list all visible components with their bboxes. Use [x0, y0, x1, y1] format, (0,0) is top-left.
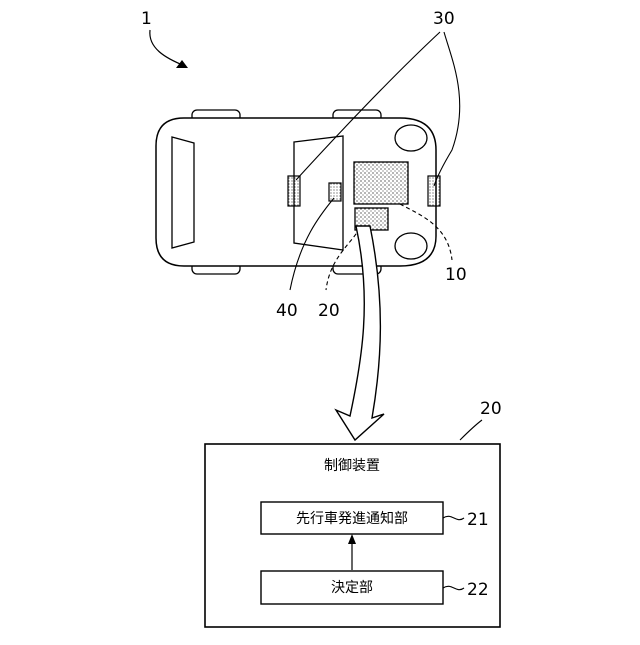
sensor — [329, 183, 341, 201]
battery — [354, 162, 408, 204]
cameras-leader-2 — [434, 32, 460, 186]
camera-side — [288, 176, 300, 206]
ecu-ref-label: 20 — [318, 301, 340, 321]
control-device-ref-label: 20 — [480, 399, 502, 419]
control-device-title: 制御装置 — [324, 458, 380, 474]
notify-unit-ref-label: 21 — [467, 510, 489, 530]
control-device-ref-leader — [460, 420, 482, 440]
system-ref-label: 1 — [141, 9, 152, 29]
notify-unit-label: 先行車発進通知部 — [296, 510, 408, 527]
battery-ref-label: 10 — [445, 265, 467, 285]
cameras-ref-label: 30 — [433, 9, 455, 29]
decision-unit-ref-label: 22 — [467, 580, 489, 600]
camera-rear — [428, 176, 440, 206]
system-ref-arrowhead — [176, 60, 188, 68]
vehicle — [156, 110, 440, 274]
windshield — [172, 137, 194, 248]
system-ref-leader — [150, 30, 185, 66]
sensor-ref-label: 40 — [276, 301, 298, 321]
decision-unit-label: 決定部 — [331, 580, 373, 596]
rear-lamp-left — [395, 125, 427, 151]
rear-lamp-right — [395, 233, 427, 259]
